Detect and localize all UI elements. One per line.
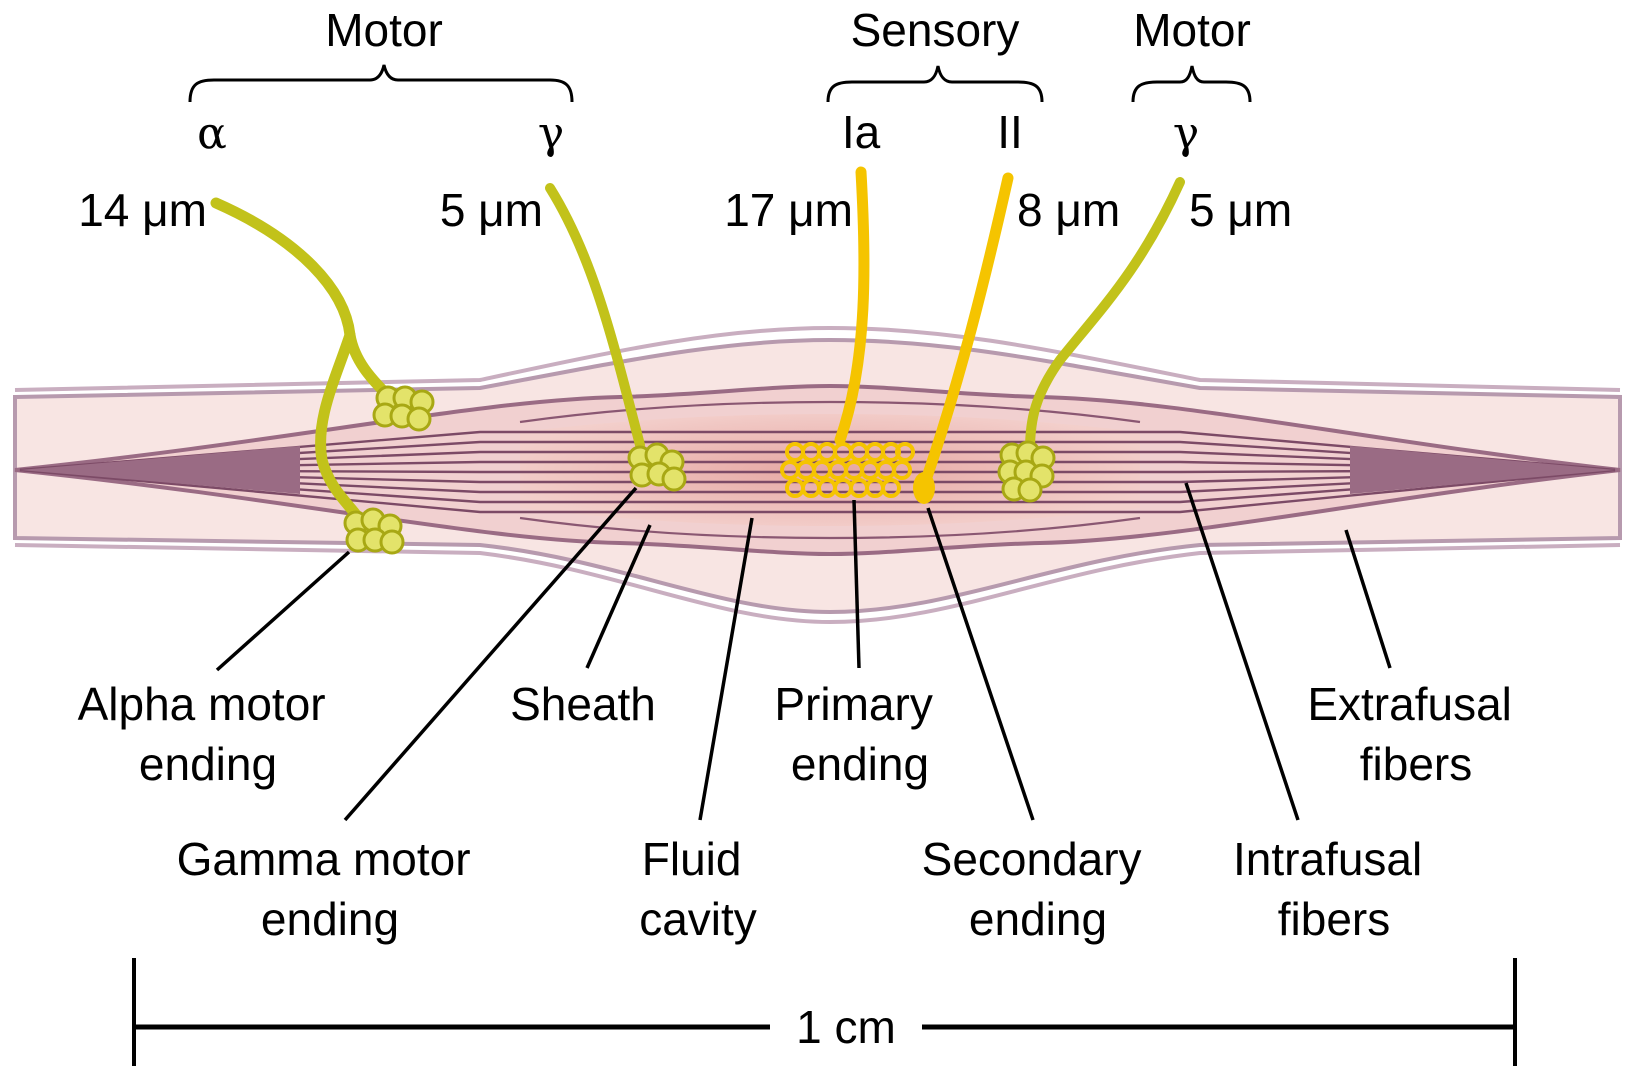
gamma-left-size: 5 μm [440, 184, 543, 236]
gamma-motor-ending-label: Gamma motor ending [177, 833, 484, 945]
alpha-size: 14 μm [78, 184, 207, 236]
primary-ending-label: Primary ending [774, 678, 945, 790]
gamma-left-symbol: γ [538, 108, 564, 159]
scale-bar-label: 1 cm [796, 1001, 896, 1053]
motor-right-title: Motor [1133, 4, 1251, 56]
extrafusal-fibers-label: Extrafusal fibers [1307, 678, 1524, 790]
gamma-motor-nerve-right [1025, 177, 1185, 455]
gamma-right-symbol: γ [1173, 108, 1199, 159]
ia-size: 17 μm [724, 184, 853, 236]
motor-left-title: Motor [325, 4, 443, 56]
sensory-title: Sensory [851, 4, 1020, 56]
gamma-motor-ending-left [627, 442, 687, 492]
alpha-symbol: α [197, 108, 227, 159]
sheath-label: Sheath [510, 678, 656, 730]
ia-sensory-nerve [834, 166, 870, 446]
gamma-right-size: 5 μm [1189, 184, 1292, 236]
gamma-motor-nerve-left [545, 183, 645, 450]
primary-ending [780, 442, 915, 498]
secondary-ending-label: Secondary ending [922, 833, 1155, 945]
alpha-motor-nerve [210, 197, 398, 526]
intrafusal-fibers [19, 430, 1616, 514]
intrafusal-fibers-label: Intrafusal fibers [1233, 833, 1435, 945]
ii-sensory-nerve [920, 172, 1014, 486]
sensory-brace [826, 65, 1044, 103]
fluid-cavity-label: Fluid cavity [639, 833, 757, 945]
scale-bar [132, 958, 1517, 1066]
ii-size: 8 μm [1017, 184, 1120, 236]
gamma-motor-ending-right [997, 440, 1056, 503]
secondary-ending [913, 472, 935, 504]
ii-symbol: II [997, 106, 1023, 158]
ia-symbol: Ia [842, 106, 881, 158]
alpha-motor-ending-label: Alpha motor ending [78, 678, 339, 790]
leader-lines [215, 482, 1392, 822]
motor-left-brace [188, 64, 574, 103]
motor-right-brace [1131, 65, 1252, 103]
alpha-motor-ending [343, 385, 435, 555]
